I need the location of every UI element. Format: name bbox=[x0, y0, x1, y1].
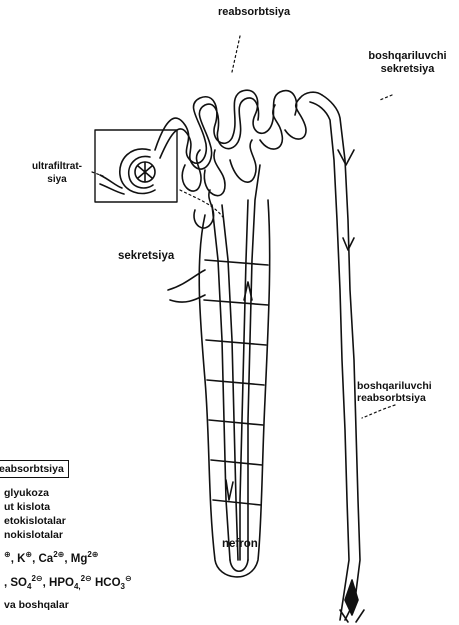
list-item-kislota: ut kislota bbox=[4, 500, 66, 514]
na-charge: ⊕ bbox=[4, 550, 11, 559]
reabsorbtsiya-box-title: eabsorbtsiya bbox=[0, 460, 69, 478]
loop-of-henle bbox=[168, 165, 270, 577]
hco3-ion: HCO bbox=[95, 577, 121, 589]
list-item-glyukoza: glyukoza bbox=[4, 486, 66, 500]
ca-ion: Ca bbox=[39, 553, 54, 565]
collecting-duct bbox=[300, 92, 364, 622]
list-item-aminokislotalar: nokislotalar bbox=[4, 528, 66, 542]
ultrafiltratsiya-line2: siya bbox=[22, 173, 92, 186]
cations-row: ⊕, K⊕, Ca2⊕, Mg2⊕ bbox=[4, 548, 99, 566]
reabsorbed-substances-list: glyukoza ut kislota etokislotalar nokisl… bbox=[4, 486, 66, 542]
nefron-label: nefron bbox=[222, 538, 258, 551]
boshqariluvchi-sekretsiya-line1: boshqariluvchi bbox=[360, 50, 455, 63]
hco3-sub: 3 bbox=[121, 582, 125, 591]
mg-ion: Mg bbox=[71, 553, 88, 565]
va-boshqalar-label: va boshqalar bbox=[4, 598, 69, 612]
hpo4-charge: 2⊖ bbox=[81, 574, 92, 583]
ca-charge: 2⊕ bbox=[53, 550, 64, 559]
hco3-charge: ⊖ bbox=[125, 574, 132, 583]
so4-ion: SO bbox=[10, 577, 27, 589]
sekretsiya-label: sekretsiya bbox=[118, 250, 174, 263]
ultrafiltratsiya-line1: ultrafiltrat- bbox=[22, 160, 92, 173]
so4-charge: 2⊖ bbox=[31, 574, 42, 583]
list-item-ketokislotalar: etokislotalar bbox=[4, 514, 66, 528]
ultrafiltratsiya-label: ultrafiltrat- siya bbox=[22, 160, 92, 186]
mg-charge: 2⊕ bbox=[87, 550, 98, 559]
glomerulus bbox=[100, 149, 155, 194]
anions-row: , SO42⊖, HPO4,2⊖ HCO3⊖ bbox=[4, 572, 132, 593]
hpo4-sub: 4, bbox=[74, 582, 81, 591]
boshqariluvchi-sekretsiya-label: boshqariluvchi sekretsiya bbox=[360, 50, 455, 76]
boshqariluvchi-reabsorbtsiya-label: boshqariluvchi reabsorbtsiya bbox=[357, 380, 432, 404]
boshqariluvchi-reabsorbtsiya-line1: boshqariluvchi bbox=[357, 380, 432, 392]
glomerulus-box bbox=[95, 130, 177, 202]
boshqariluvchi-reabsorbtsiya-line2: reabsorbtsiya bbox=[357, 392, 432, 404]
so4-sub: 4 bbox=[27, 582, 31, 591]
hpo4-ion: HPO bbox=[49, 577, 74, 589]
k-charge: ⊕ bbox=[25, 550, 32, 559]
reabsorbtsiya-label: reabsorbtsiya bbox=[218, 6, 290, 19]
boshqariluvchi-sekretsiya-line2: sekretsiya bbox=[360, 63, 455, 76]
